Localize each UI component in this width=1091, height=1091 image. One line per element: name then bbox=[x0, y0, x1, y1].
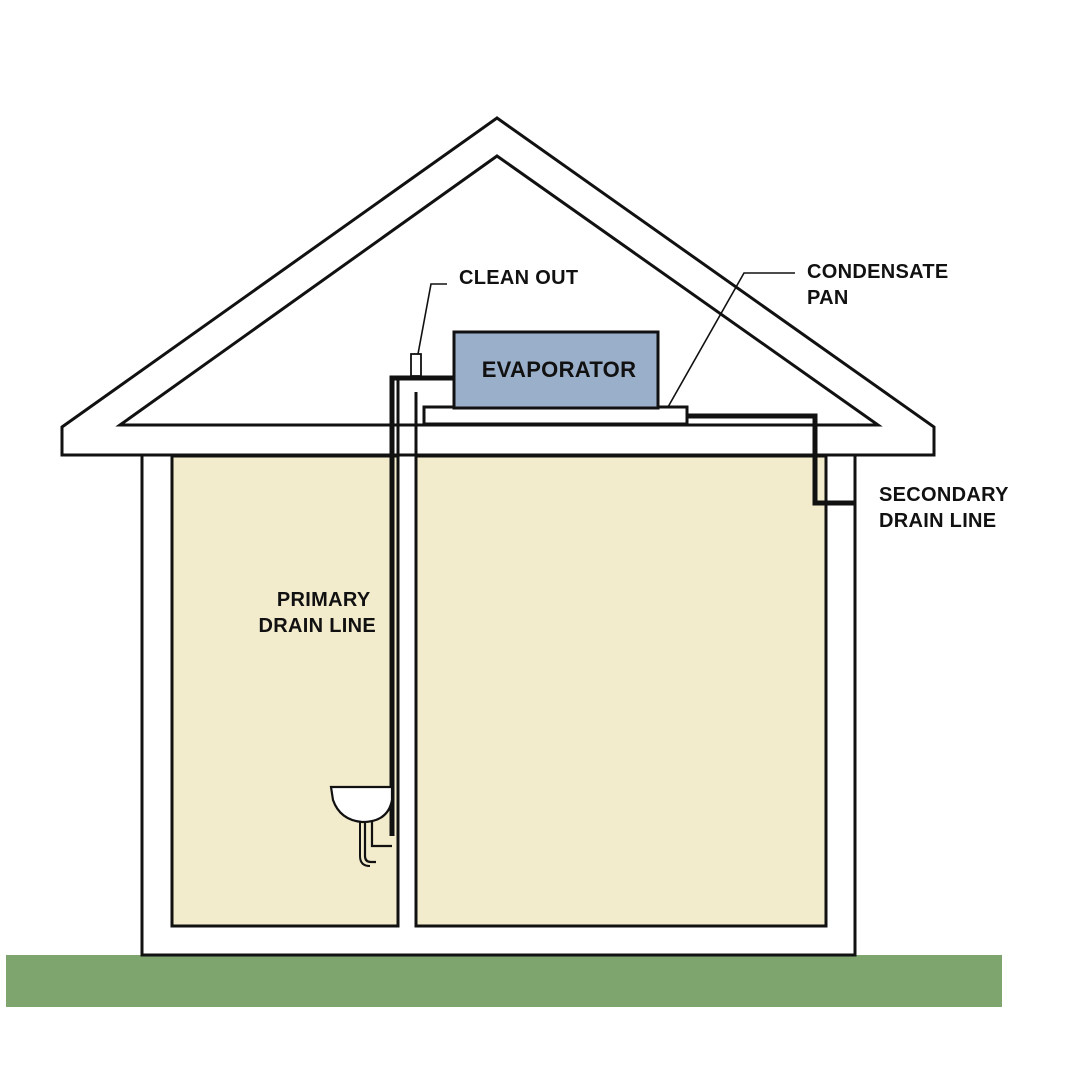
primary-drain-line-label: PRIMARY DRAIN LINE bbox=[259, 589, 376, 637]
condensate-pan-label: CONDENSATE PAN bbox=[807, 261, 954, 309]
clean-out-leader bbox=[417, 283, 447, 355]
primary-drain-pipe bbox=[389, 375, 454, 836]
secondary-drain-pipe bbox=[687, 413, 856, 506]
primary-drain-line-label-line1: PRIMARY bbox=[277, 589, 371, 611]
sink-trap-outer bbox=[359, 822, 371, 867]
condensate-pan-label-line1: CONDENSATE bbox=[807, 261, 949, 283]
sink-basin bbox=[329, 785, 394, 824]
primary-drain-line-label-line2: DRAIN LINE bbox=[259, 615, 376, 637]
secondary-drain-line-label: SECONDARY DRAIN LINE bbox=[879, 484, 1014, 532]
interior-room-right bbox=[414, 454, 828, 928]
evaporator-label: EVAPORATOR bbox=[482, 357, 637, 382]
condensate-pan-label-line2: PAN bbox=[807, 287, 849, 309]
condensate-pan-leader bbox=[667, 272, 795, 408]
sink bbox=[329, 785, 394, 867]
secondary-drain-line-label-line1: SECONDARY bbox=[879, 484, 1009, 506]
condensate-pan bbox=[422, 405, 689, 426]
sink-trap bbox=[363, 822, 392, 864]
secondary-drain-line-label-line2: DRAIN LINE bbox=[879, 510, 996, 532]
roof-outer-outline bbox=[60, 116, 936, 457]
evaporator-unit bbox=[452, 330, 660, 410]
ground bbox=[6, 955, 1002, 1007]
clean-out-label: CLEAN OUT bbox=[459, 267, 578, 289]
clean-out-stub bbox=[410, 353, 422, 377]
